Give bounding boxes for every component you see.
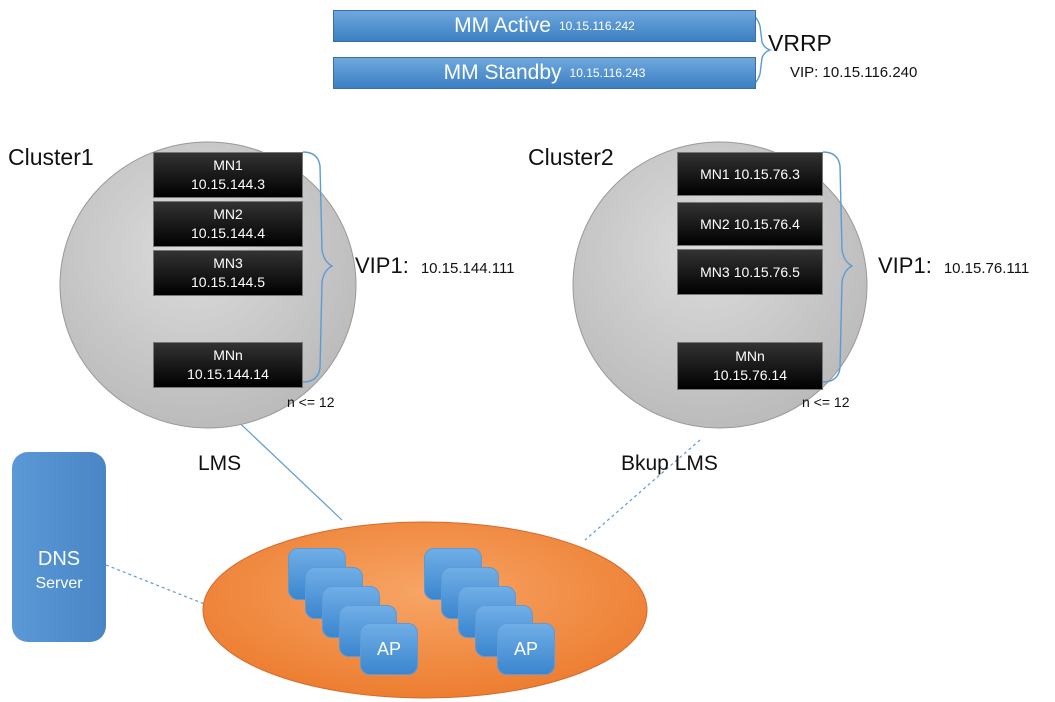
dns-connector xyxy=(105,564,208,606)
node-name: MNn xyxy=(213,347,243,363)
dns-server: DNS Server xyxy=(12,452,106,642)
cluster1-node-limit: n <= 12 xyxy=(287,394,335,410)
mm-vip: VIP: 10.15.116.240 xyxy=(790,64,917,81)
cluster2-brace xyxy=(822,151,854,383)
node-name: MNn xyxy=(735,348,765,364)
ap-label: AP xyxy=(513,638,538,659)
node-ip: 10.15.76.4 xyxy=(733,215,800,232)
node-ip: 10.15.144.5 xyxy=(191,274,265,290)
vrrp-brace xyxy=(741,11,773,89)
cluster2-node-mn1: MN1 10.15.76.3 xyxy=(677,152,823,196)
node-ip: 10.15.144.3 xyxy=(191,176,265,192)
node-ip: 10.15.76.3 xyxy=(733,165,800,182)
node-ip: 10.15.144.14 xyxy=(187,366,269,382)
cluster1-vip-label: VIP1: xyxy=(355,253,409,278)
cluster2-node-mnn: MNn 10.15.76.14 xyxy=(677,342,823,390)
node-name: MN2 xyxy=(700,215,730,232)
lms-connector xyxy=(227,411,343,521)
lms-label: LMS xyxy=(198,452,242,475)
vrrp-label: VRRP xyxy=(768,30,832,56)
cluster2-vip-ip: 10.15.76.111 xyxy=(943,260,1030,277)
mm-active-bar: MM Active 10.15.116.242 xyxy=(333,10,756,42)
cluster1-label: Cluster1 xyxy=(8,144,94,170)
mm-standby-ip: 10.15.116.243 xyxy=(569,66,646,80)
node-name: MN3 xyxy=(700,263,730,280)
ap-icon-labeled: AP xyxy=(497,623,555,675)
mm-standby-label: MM Standby xyxy=(443,61,562,84)
cluster2-node-mn3: MN3 10.15.76.5 xyxy=(677,249,823,295)
ap-label: AP xyxy=(376,638,401,659)
node-name: MN1 xyxy=(700,165,730,182)
dns-subtitle: Server xyxy=(35,575,83,592)
ap-icon-labeled: AP xyxy=(360,623,418,675)
cluster1-node-mn1: MN1 10.15.144.3 xyxy=(153,152,303,198)
cluster2-vip-label: VIP1: xyxy=(878,253,932,278)
mm-vip-label: VIP: xyxy=(790,64,819,81)
cluster1-vip: VIP1: 10.15.144.111 xyxy=(355,253,515,279)
node-ip: 10.15.76.14 xyxy=(713,367,787,383)
backup-lms-connector xyxy=(584,439,701,541)
cluster2-node-mn2: MN2 10.15.76.4 xyxy=(677,202,823,246)
node-name: MN2 xyxy=(213,206,243,222)
ap-group-ellipse xyxy=(202,521,648,699)
mm-active-label: MM Active xyxy=(454,14,551,37)
cluster1-brace xyxy=(302,151,334,383)
cluster1-node-mn3: MN3 10.15.144.5 xyxy=(153,250,303,296)
cluster1-node-mn2: MN2 10.15.144.4 xyxy=(153,201,303,247)
backup-lms-label: Bkup LMS xyxy=(621,452,718,475)
mm-active-ip: 10.15.116.242 xyxy=(559,19,635,33)
mm-standby-bar: MM Standby 10.15.116.243 xyxy=(333,57,756,89)
dns-title: DNS xyxy=(37,548,81,570)
cluster2-node-limit: n <= 12 xyxy=(802,394,850,410)
node-ip: 10.15.144.4 xyxy=(191,225,265,241)
cluster1-vip-ip: 10.15.144.111 xyxy=(420,260,515,277)
node-ip: 10.15.76.5 xyxy=(733,263,800,280)
node-name: MN3 xyxy=(213,255,243,271)
cluster1-node-mnn: MNn 10.15.144.14 xyxy=(153,342,303,388)
mm-vip-ip: 10.15.116.240 xyxy=(822,64,918,81)
cluster2-vip: VIP1: 10.15.76.111 xyxy=(878,253,1029,279)
cluster2-label: Cluster2 xyxy=(528,144,614,170)
node-name: MN1 xyxy=(213,157,243,173)
